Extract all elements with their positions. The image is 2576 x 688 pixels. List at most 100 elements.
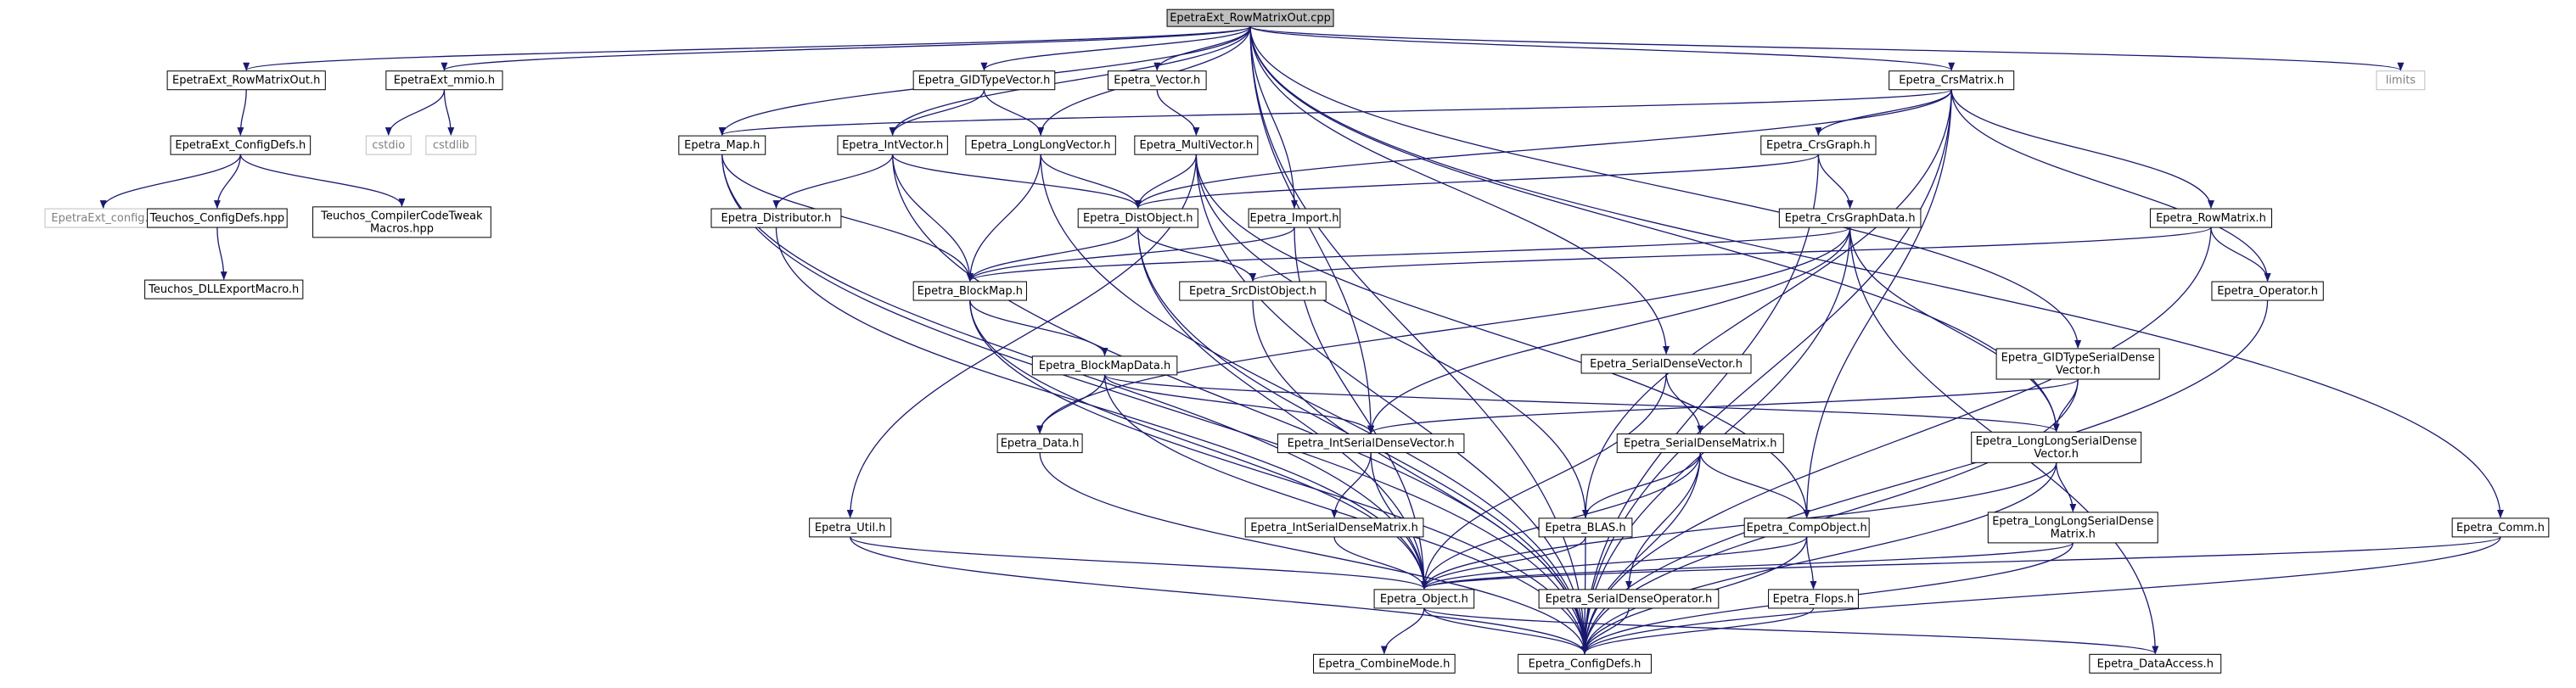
node-gidvec-box [912, 70, 1056, 91]
node-cstdio-label: cstdio [372, 139, 405, 152]
edge-intvec-to-blockmap [892, 154, 974, 282]
node-map-label: Epetra_Map.h [684, 139, 760, 152]
node-rmo_h[interactable]: EpetraExt_RowMatrixOut.h [166, 70, 326, 91]
node-map-box [678, 135, 766, 155]
edge-gidvec-to-intvec [889, 89, 985, 137]
node-comm[interactable]: Epetra_Comm.h [2451, 517, 2550, 538]
node-multivec[interactable]: Epetra_MultiVector.h [1134, 135, 1259, 155]
node-teu_cct-box [312, 206, 491, 238]
node-crsgraphdata-box [1778, 208, 1922, 228]
node-eext_config[interactable]: EpetraExt_ConfigDefs.h [170, 135, 311, 155]
edge-intsdmat-to-object [1333, 536, 1428, 590]
node-rowmatrix[interactable]: Epetra_RowMatrix.h [2149, 208, 2272, 228]
node-crsgraph-box [1760, 135, 1877, 155]
node-gidvec-label: Epetra_GIDTypeVector.h [918, 75, 1051, 87]
edge-map-to-blockmap [721, 154, 974, 282]
node-distobject-box [1077, 208, 1198, 228]
node-sdop-label: Epetra_SerialDenseOperator.h [1546, 593, 1713, 606]
node-srcdist[interactable]: Epetra_SrcDistObject.h [1179, 281, 1327, 301]
edge-bmapdata-to-configdefs [1103, 374, 1588, 655]
edge-comm-to-configdefs [1581, 536, 2501, 655]
node-util[interactable]: Epetra_Util.h [809, 517, 892, 538]
node-blas[interactable]: Epetra_BLAS.h [1538, 517, 1633, 538]
edge-llvec-to-distobject [1040, 154, 1142, 210]
node-compobject[interactable]: Epetra_CompObject.h [1743, 517, 1870, 538]
edge-rowmatrix-to-configdefs [1581, 227, 2212, 655]
node-sdmatrix[interactable]: Epetra_SerialDenseMatrix.h [1616, 433, 1784, 454]
node-srcdist-label: Epetra_SrcDistObject.h [1189, 285, 1316, 298]
edge-llvec-to-blockmap [966, 154, 1041, 282]
node-bmapdata[interactable]: Epetra_BlockMapData.h [1031, 355, 1178, 376]
node-import[interactable]: Epetra_Import.h [1248, 208, 1341, 228]
node-blockmap-box [912, 281, 1027, 301]
node-configdefs-box [1518, 653, 1652, 674]
node-intsdvec[interactable]: Epetra_IntSerialDenseVector.h [1277, 433, 1465, 454]
node-llsdvec-label: Epetra_LongLongSerialDense [1976, 435, 2137, 448]
node-intsdmat-label: Epetra_IntSerialDenseMatrix.h [1250, 522, 1418, 534]
node-mmio-label: EpetraExt_mmio.h [394, 75, 495, 87]
edge-intvec-to-distributor [772, 154, 894, 210]
node-llvec-box [965, 135, 1116, 155]
node-mmio[interactable]: EpetraExt_mmio.h [385, 70, 503, 91]
node-data[interactable]: Epetra_Data.h [996, 433, 1083, 454]
node-configdefs-label: Epetra_ConfigDefs.h [1529, 657, 1642, 670]
node-llvec[interactable]: Epetra_LongLongVector.h [965, 135, 1116, 155]
node-rowmatrix-box [2149, 208, 2272, 228]
node-crsgraph[interactable]: Epetra_CrsGraph.h [1760, 135, 1877, 155]
edge-util-to-configdefs [850, 536, 1588, 655]
node-eext_config-label: EpetraExt_ConfigDefs.h [175, 139, 306, 152]
edge-sdmatrix-to-blas [1582, 452, 1701, 518]
node-llsdvec-label: Vector.h [2034, 448, 2079, 461]
edge-crsmatrix-to-configdefs [1581, 89, 1952, 655]
node-sdop[interactable]: Epetra_SerialDenseOperator.h [1538, 589, 1720, 609]
node-crsmatrix[interactable]: Epetra_CrsMatrix.h [1889, 70, 2015, 91]
node-multivec-box [1134, 135, 1259, 155]
edge-vector-to-multivec [1156, 89, 1200, 137]
edge-compobject-to-object [1421, 536, 1808, 590]
node-combinemode[interactable]: Epetra_CombineMode.h [1313, 653, 1456, 674]
node-vector[interactable]: Epetra_Vector.h [1107, 70, 1207, 91]
edge-import-to-blockmap [966, 227, 1295, 282]
node-sdvec[interactable]: Epetra_SerialDenseVector.h [1580, 354, 1752, 374]
node-operator[interactable]: Epetra_Operator.h [2211, 281, 2324, 301]
node-teu_dll[interactable]: Teuchos_DLLExportMacro.h [144, 279, 304, 299]
node-intvec[interactable]: Epetra_IntVector.h [837, 135, 948, 155]
node-intsdmat[interactable]: Epetra_IntSerialDenseMatrix.h [1244, 517, 1424, 538]
node-llsdmat-label: Matrix.h [2051, 528, 2096, 540]
node-llsdvec-box [1971, 431, 2142, 463]
node-object[interactable]: Epetra_Object.h [1373, 589, 1475, 609]
node-limits-label: limits [2386, 75, 2416, 87]
node-blockmap[interactable]: Epetra_BlockMap.h [912, 281, 1027, 301]
node-crsmatrix-label: Epetra_CrsMatrix.h [1899, 75, 2004, 87]
node-distobject[interactable]: Epetra_DistObject.h [1077, 208, 1198, 228]
nodes-layer: EpetraExt_RowMatrixOut.cppEpetraExt_RowM… [44, 8, 2550, 674]
node-flops[interactable]: Epetra_Flops.h [1768, 589, 1859, 609]
node-multivec-label: Epetra_MultiVector.h [1139, 139, 1253, 152]
node-dataaccess[interactable]: Epetra_DataAccess.h [2089, 653, 2222, 674]
edge-crsmatrix-to-operator [1950, 89, 2271, 282]
node-data-box [996, 433, 1083, 454]
node-map[interactable]: Epetra_Map.h [678, 135, 766, 155]
node-crsgraphdata[interactable]: Epetra_CrsGraphData.h [1778, 208, 1922, 228]
node-intsdvec-label: Epetra_IntSerialDenseVector.h [1288, 438, 1455, 450]
node-blas-label: Epetra_BLAS.h [1545, 522, 1625, 534]
node-gidvec[interactable]: Epetra_GIDTypeVector.h [912, 70, 1056, 91]
node-teu_config[interactable]: Teuchos_ConfigDefs.hpp [147, 208, 288, 228]
node-distributor[interactable]: Epetra_Distributor.h [710, 208, 842, 228]
node-eext_configh-label: EpetraExt_config.h [51, 212, 155, 225]
edge-eext_config-to-eext_configh [99, 154, 241, 210]
node-intsdvec-box [1277, 433, 1465, 454]
edge-comm-to-object [1421, 536, 2501, 590]
edge-crsmatrix-to-compobject [1803, 89, 1952, 518]
node-teu_cct-label: Macros.hpp [370, 222, 434, 235]
node-crsgraphdata-label: Epetra_CrsGraphData.h [1785, 212, 1916, 225]
node-sdmatrix-box [1616, 433, 1784, 454]
node-configdefs[interactable]: Epetra_ConfigDefs.h [1518, 653, 1652, 674]
node-gidsdvec-label: Epetra_GIDTypeSerialDense [2001, 351, 2155, 364]
edge-flops-to-configdefs [1581, 607, 1815, 655]
